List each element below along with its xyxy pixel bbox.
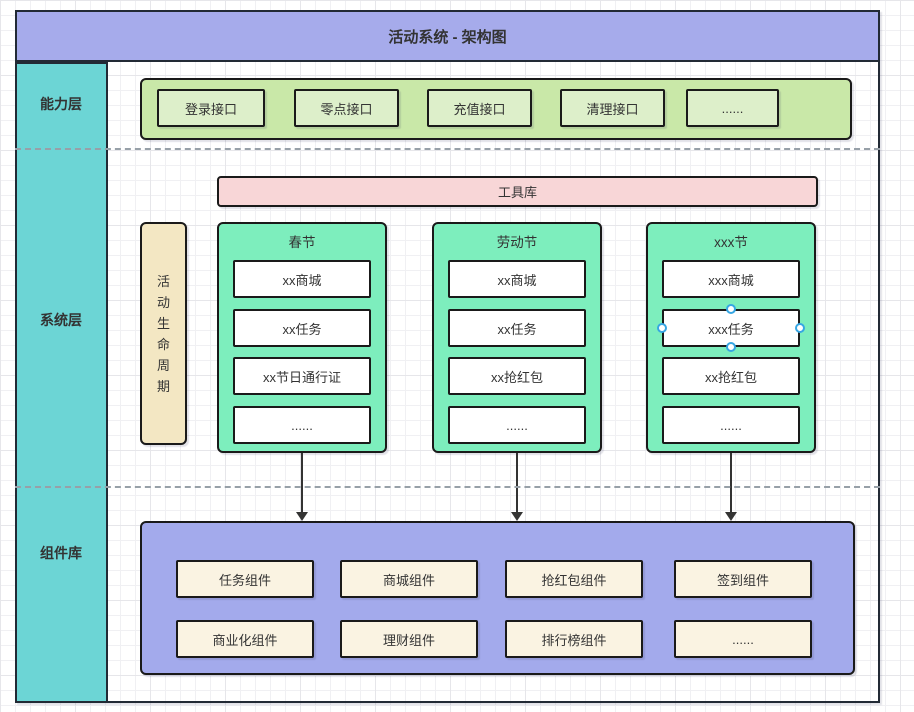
node-midnight-interface[interactable]: 零点接口: [294, 89, 399, 127]
node-recharge-interface[interactable]: 充值接口: [427, 89, 532, 127]
connection-handle-left[interactable]: [657, 323, 667, 333]
node-label: xx抢红包: [704, 369, 757, 385]
node-xx-mall[interactable]: xx商城: [233, 260, 371, 298]
arrow-line[interactable]: [730, 453, 732, 513]
node-cleanup-interface[interactable]: 清理接口: [560, 89, 665, 127]
node-commercial-component[interactable]: 商业化组件: [176, 620, 314, 658]
node-label: ......: [506, 417, 528, 433]
node-more-interface[interactable]: ......: [686, 89, 779, 127]
node-label: ......: [732, 631, 754, 647]
connection-handle-bottom[interactable]: [726, 342, 736, 352]
node-label: xx任务: [497, 321, 537, 337]
node-label: ......: [721, 100, 744, 116]
node-mall-component[interactable]: 商城组件: [340, 560, 478, 598]
node-label: xxx商城: [708, 272, 754, 288]
lane-separator-1: [15, 148, 880, 150]
connection-handle-right[interactable]: [795, 323, 805, 333]
node-task-component[interactable]: 任务组件: [176, 560, 314, 598]
arrow-head-icon: [296, 512, 308, 521]
node-label: 零点接口: [320, 101, 373, 117]
node-label: 活动生命周期: [156, 273, 170, 394]
diagram-title: 活动系统 - 架构图: [388, 28, 507, 46]
lane-label-system: 系统层: [40, 312, 82, 328]
node-label: xx任务: [282, 321, 322, 337]
node-label: 任务组件: [218, 572, 271, 588]
node-activity-lifecycle[interactable]: 活动生命周期: [140, 222, 187, 445]
group-title: 劳动节: [496, 235, 538, 250]
node-label: 理财组件: [382, 632, 435, 648]
node-label: ......: [720, 417, 742, 433]
node-label: 登录接口: [184, 101, 237, 117]
node-xxx-mall[interactable]: xxx商城: [662, 260, 800, 298]
node-label: xx商城: [282, 272, 322, 288]
arrow-line[interactable]: [516, 453, 518, 513]
node-login-interface[interactable]: 登录接口: [157, 89, 265, 127]
node-red-packet-component[interactable]: 抢红包组件: [505, 560, 643, 598]
node-label: xxx任务: [708, 321, 754, 337]
node-toolbox[interactable]: 工具库: [217, 176, 818, 207]
node-label: 排行榜组件: [541, 632, 607, 648]
node-more[interactable]: ......: [233, 406, 371, 444]
node-xx-red-packet[interactable]: xx抢红包: [448, 357, 586, 395]
node-more-component[interactable]: ......: [674, 620, 812, 658]
arrow-head-icon: [511, 512, 523, 521]
node-xx-task[interactable]: xx任务: [233, 309, 371, 347]
lane-separator-2: [15, 486, 880, 488]
connection-handle-top[interactable]: [726, 304, 736, 314]
node-label: 清理接口: [586, 101, 639, 117]
group-title: 春节: [288, 235, 316, 250]
node-label: ......: [291, 417, 313, 433]
node-label: xx抢红包: [490, 369, 543, 385]
node-label: xx商城: [497, 272, 537, 288]
node-label: 工具库: [497, 185, 537, 200]
node-label: xx节日通行证: [262, 369, 341, 385]
swimlane-label-column[interactable]: [15, 62, 108, 703]
lane-label-capability: 能力层: [40, 96, 82, 112]
node-label: 商城组件: [382, 572, 435, 588]
node-label: 充值接口: [453, 101, 506, 117]
group-title: xxx节: [714, 235, 748, 250]
node-xx-red-packet[interactable]: xx抢红包: [662, 357, 800, 395]
node-label: 签到组件: [716, 572, 769, 588]
arrow-head-icon: [725, 512, 737, 521]
arrow-line[interactable]: [301, 453, 303, 513]
lane-label-components: 组件库: [40, 545, 82, 561]
node-label: 商业化组件: [212, 632, 278, 648]
node-checkin-component[interactable]: 签到组件: [674, 560, 812, 598]
diagram-title-bar[interactable]: 活动系统 - 架构图: [15, 10, 880, 62]
node-label: 抢红包组件: [541, 572, 607, 588]
node-xx-mall[interactable]: xx商城: [448, 260, 586, 298]
node-more[interactable]: ......: [662, 406, 800, 444]
node-xx-task[interactable]: xx任务: [448, 309, 586, 347]
node-more[interactable]: ......: [448, 406, 586, 444]
node-leaderboard-component[interactable]: 排行榜组件: [505, 620, 643, 658]
node-xx-festival-pass[interactable]: xx节日通行证: [233, 357, 371, 395]
node-finance-component[interactable]: 理财组件: [340, 620, 478, 658]
